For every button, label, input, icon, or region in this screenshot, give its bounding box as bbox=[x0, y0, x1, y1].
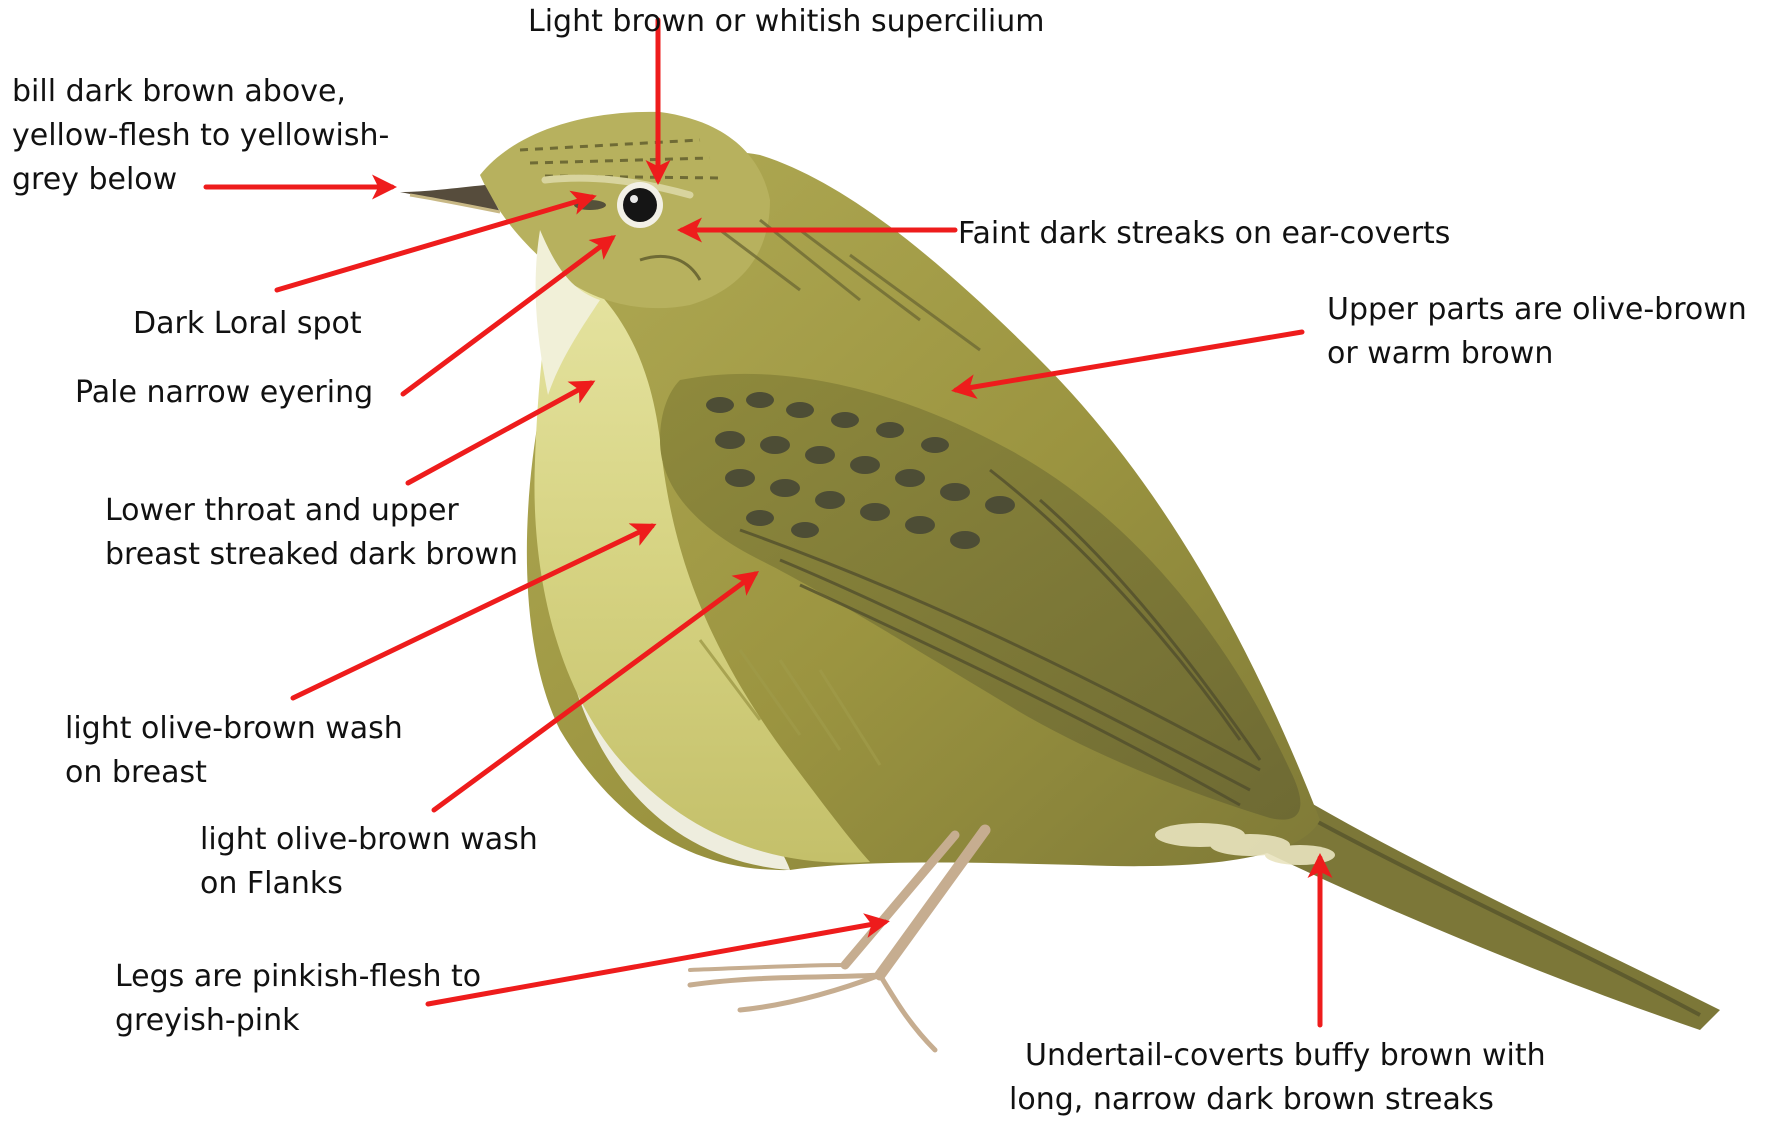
arrow-legs bbox=[428, 922, 885, 1004]
label-supercilium: Light brown or whitish supercilium bbox=[528, 0, 1045, 44]
label-upper-parts: Upper parts are olive-brown or warm brow… bbox=[1327, 288, 1747, 376]
label-flank-wash: light olive-brown wash on Flanks bbox=[200, 818, 538, 906]
label-undertail: Undertail-coverts buffy brown with long,… bbox=[1025, 1034, 1546, 1122]
label-eyering: Pale narrow eyering bbox=[75, 371, 373, 415]
eye bbox=[623, 188, 657, 222]
label-loral-spot: Dark Loral spot bbox=[133, 302, 362, 346]
eye-highlight bbox=[630, 195, 638, 203]
label-bill: bill dark brown above, yellow-flesh to y… bbox=[12, 70, 389, 202]
label-breast-wash: light olive-brown wash on breast bbox=[65, 707, 403, 795]
label-ear-coverts: Faint dark streaks on ear-coverts bbox=[958, 212, 1450, 256]
label-legs: Legs are pinkish-flesh to greyish-pink bbox=[115, 955, 481, 1043]
label-throat: Lower throat and upper breast streaked d… bbox=[105, 489, 518, 577]
